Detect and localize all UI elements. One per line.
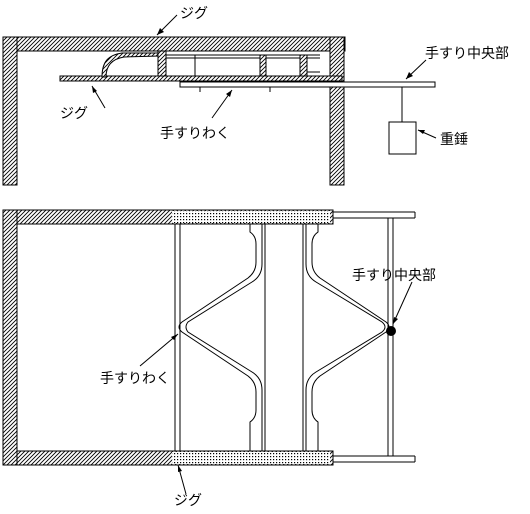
label-handrail-center-bottom: 手すり中央部 xyxy=(352,268,436,284)
label-handrail-frame-bottom: 手すりわく xyxy=(100,371,170,387)
jig-dotted-top xyxy=(172,211,330,223)
top-frame-left-post xyxy=(2,36,18,186)
jig-dotted-bottom xyxy=(172,452,330,464)
label-handrail-frame-top: 手すりわく xyxy=(160,126,230,142)
top-frame-beam xyxy=(4,36,346,52)
label-jig-bottom: ジグ xyxy=(174,493,202,509)
label-handrail-center-top: 手すり中央部 xyxy=(425,46,509,62)
clamp-1 xyxy=(157,50,167,77)
top-frame-right-post xyxy=(329,36,345,186)
weight-box xyxy=(388,121,417,155)
bottom-view: 手すり中央部 手すりわく ジグ xyxy=(2,209,436,509)
handrail-bar-side xyxy=(179,81,436,88)
label-weight: 重錘 xyxy=(440,131,468,148)
handrail-center-point xyxy=(386,326,396,336)
label-jig-mid: ジグ xyxy=(60,106,88,122)
top-view: ジグ 手すり中央部 ジグ 手すりわく 重錘 xyxy=(2,6,509,186)
plan-frame-left-post xyxy=(2,209,18,466)
jig-plate-side xyxy=(59,75,343,82)
label-jig-top: ジグ xyxy=(180,6,208,22)
left-jig-profile xyxy=(178,224,266,451)
jig-curve-side xyxy=(101,52,161,78)
right-jig-profile xyxy=(302,224,390,451)
